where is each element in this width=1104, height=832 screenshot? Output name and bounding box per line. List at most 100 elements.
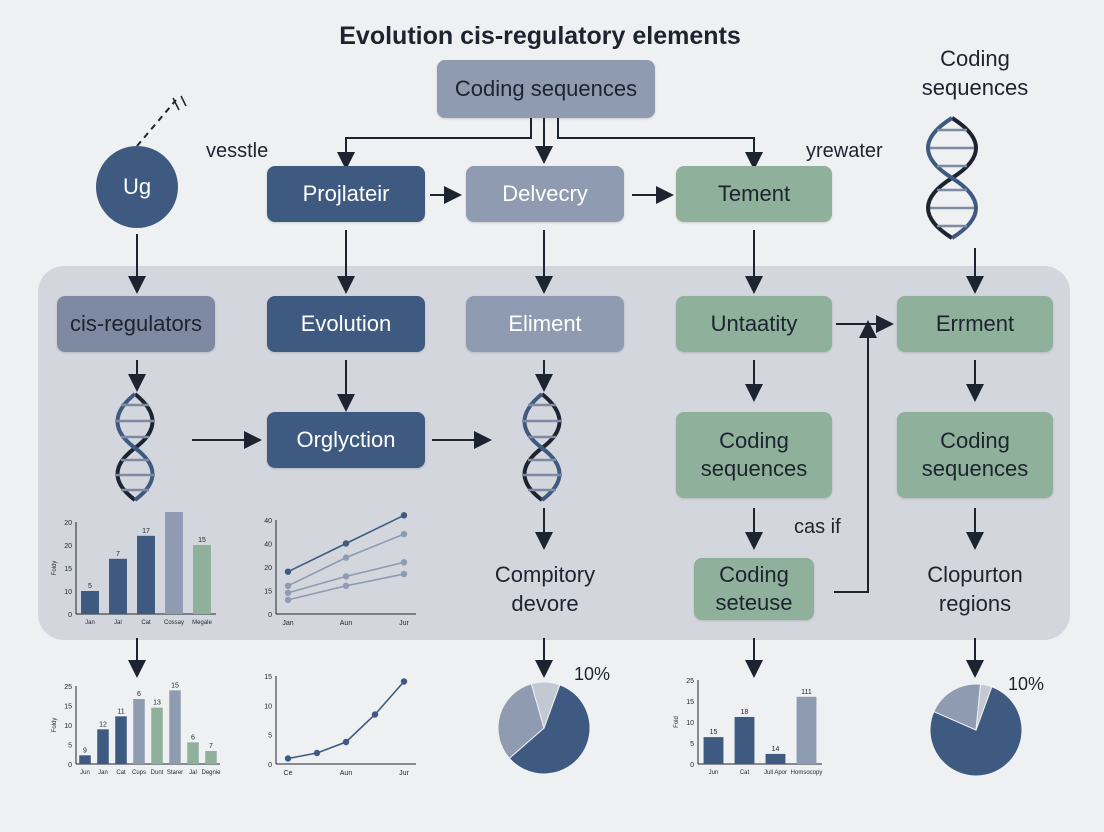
pie-slice [530, 681, 561, 730]
pie-slice [497, 683, 545, 759]
bar-value-label: 6 [191, 734, 195, 741]
projlateir-box: Projlateir [267, 166, 425, 222]
pie-chart-2 [929, 683, 1023, 777]
x-tick-label: Jan [98, 770, 108, 776]
bar-value-label: 111 [801, 689, 812, 696]
y-tick-label: 10 [264, 703, 272, 710]
bar [137, 535, 155, 614]
vesstle-label: vesstle [206, 140, 269, 162]
x-tick-label: Cat [116, 770, 126, 776]
data-point [400, 570, 408, 578]
orglyction-box: Orglyction [267, 412, 425, 468]
untaatity-box: Untaatity [676, 296, 832, 352]
x-tick-label: Jur [399, 620, 409, 627]
x-tick-label: Jull Apor [764, 770, 787, 776]
y-tick-label: 15 [64, 566, 72, 573]
pie-slice [933, 683, 982, 731]
bar-value-label: 14 [772, 746, 780, 753]
bar [796, 696, 817, 764]
data-point [284, 596, 292, 604]
bar [81, 591, 99, 614]
bar-chart-1: 010152020Foldy5Jan7Jal17Cat233Cossay15Me… [52, 512, 216, 626]
delvecry-box: Delvecry [466, 166, 624, 222]
coding-sequences-box-b: Coding sequences [897, 412, 1053, 498]
data-point [342, 573, 350, 580]
y-tick-label: 0 [690, 762, 694, 769]
y-tick-label: 0 [268, 612, 272, 619]
y-tick-label: 15 [686, 699, 694, 706]
y-axis-label: Fold [674, 716, 680, 728]
bar-value-label: 7 [209, 743, 213, 750]
bar [79, 755, 91, 764]
bar [169, 690, 181, 764]
y-tick-label: 25 [64, 684, 72, 691]
yrewater-label: yrewater [806, 140, 883, 162]
pie-label-2: 10% [1008, 674, 1045, 694]
bar [703, 737, 724, 764]
x-tick-label: Jan [282, 620, 293, 627]
y-tick-label: 20 [64, 543, 72, 550]
data-point [284, 589, 292, 597]
clopurton-regions-label: Clopurton regions [927, 562, 1023, 616]
x-tick-label: Jur [399, 770, 409, 777]
y-tick-label: 10 [64, 589, 72, 596]
y-axis-label: Foldy [52, 718, 58, 733]
y-tick-label: 5 [68, 743, 72, 750]
bar-value-label: 6 [137, 691, 141, 698]
bar [205, 751, 217, 764]
diagram-title: Evolution cis-regulatory elements [339, 22, 741, 50]
bar-value-label: 9 [83, 747, 87, 754]
bar-value-label: 17 [142, 528, 150, 535]
x-tick-label: Cups [132, 770, 146, 776]
coding-sequences-corner-label: Coding sequences [921, 46, 1029, 100]
x-tick-label: Cat [141, 620, 151, 626]
data-point [313, 749, 321, 757]
x-tick-label: Degnie [201, 770, 221, 776]
y-tick-label: 40 [264, 518, 272, 525]
y-tick-label: 25 [686, 678, 694, 685]
series-line [287, 680, 405, 760]
bar [165, 512, 183, 614]
data-point [400, 512, 408, 519]
bar-value-label: 5 [88, 583, 92, 590]
pie-chart-1 [497, 681, 591, 775]
tement-box: Tement [676, 166, 832, 222]
data-point [342, 582, 350, 589]
y-tick-label: 0 [268, 762, 272, 769]
cis-regulators-box: cis-regulators [57, 296, 215, 352]
x-tick-label: Cossay [164, 620, 184, 626]
coding-sequences-box-a: Coding sequences [676, 412, 832, 498]
data-point [342, 554, 350, 561]
bar-value-label: 18 [741, 709, 749, 716]
cas-if-label: cas if [794, 516, 841, 538]
bar-value-label: 15 [171, 682, 179, 689]
data-point [400, 530, 408, 538]
x-tick-label: Aun [340, 620, 353, 627]
dna-icon-top-right [926, 116, 978, 240]
data-point [400, 678, 408, 685]
x-tick-label: Starer [167, 770, 183, 776]
bar [187, 742, 199, 764]
y-tick-label: 0 [68, 762, 72, 769]
bar [151, 707, 163, 764]
x-tick-label: Dunt [151, 770, 164, 776]
data-point [342, 540, 350, 547]
y-axis-label: Foldy [52, 561, 58, 576]
bar-value-label: 11 [117, 708, 124, 715]
y-tick-label: 20 [264, 565, 272, 572]
errment-box: Errment [897, 296, 1053, 352]
bar [193, 545, 211, 614]
y-tick-label: 10 [64, 723, 72, 730]
y-tick-label: 5 [690, 741, 694, 748]
x-tick-label: Jan [85, 620, 95, 626]
pie-slice [975, 683, 993, 731]
y-tick-label: 15 [264, 674, 272, 681]
coding-seteuse-box: Coding seteuse [694, 558, 814, 620]
bar-chart-2: 05101525Foldy9Jun12Jan11Cat6Cups13Dunt15… [52, 682, 221, 776]
data-point [400, 559, 408, 566]
evolution-box: Evolution [267, 296, 425, 352]
